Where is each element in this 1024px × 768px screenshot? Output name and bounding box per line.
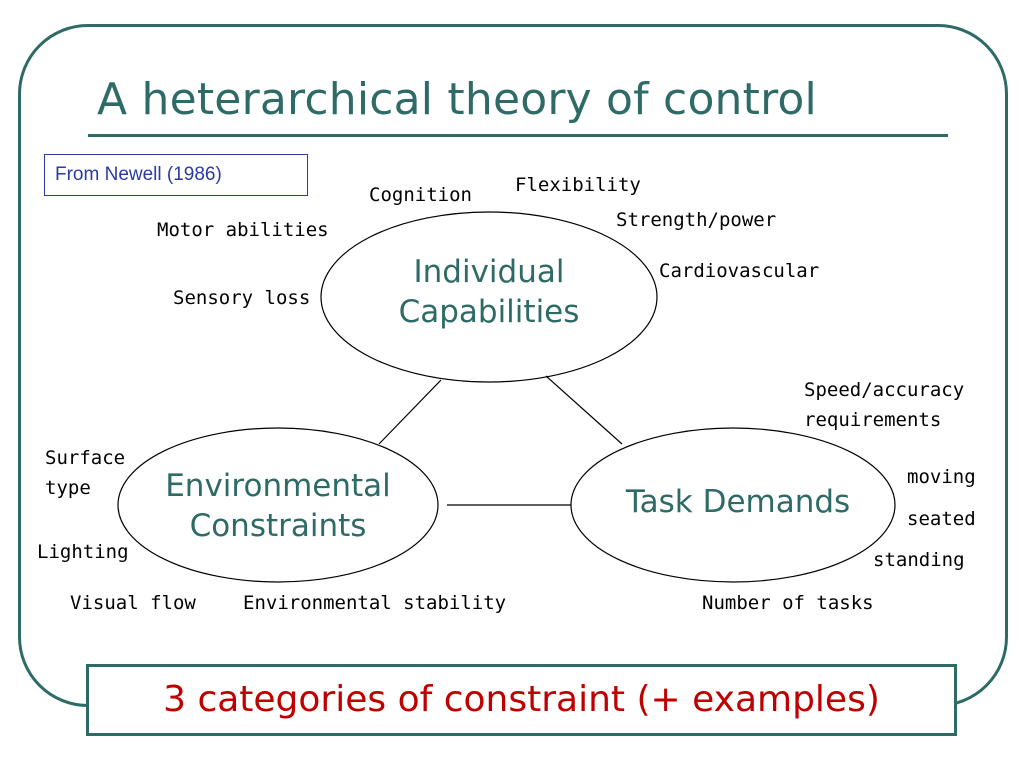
summary-box: 3 categories of constraint (+ examples) — [86, 664, 957, 736]
environmental-label-line2: Constraints — [189, 508, 367, 544]
surface-line1: Surface — [45, 447, 126, 469]
example-speed-accuracy: Speed/accuracy requirements — [804, 375, 964, 435]
summary-text: 3 categories of constraint (+ examples) — [163, 679, 880, 720]
example-surface-type: Surface type — [45, 443, 125, 503]
task-label-line1: Task Demands — [625, 484, 851, 520]
source-box: From Newell (1986) — [44, 154, 308, 196]
environmental-label-line1: Environmental — [165, 468, 391, 504]
slide-title: A heterarchical theory of control — [97, 74, 817, 125]
environmental-constraints-label: Environmental Constraints — [138, 466, 418, 546]
surface-line2: type — [45, 477, 91, 499]
individual-label-line2: Capabilities — [398, 294, 580, 330]
example-strength: Strength/power — [616, 209, 777, 231]
environmental-constraints-oval — [117, 427, 439, 583]
example-seated: seated — [907, 508, 976, 530]
example-cardiovascular: Cardiovascular — [659, 260, 820, 282]
title-underline — [88, 134, 948, 137]
individual-capabilities-label: Individual Capabilities — [369, 252, 609, 332]
speed-line1: Speed/accuracy — [804, 379, 965, 401]
example-standing: standing — [873, 549, 965, 571]
example-cognition: Cognition — [369, 184, 472, 206]
task-demands-label: Task Demands — [603, 482, 873, 522]
link-individual-environmental — [378, 379, 442, 445]
example-number-of-tasks: Number of tasks — [702, 592, 874, 614]
link-individual-task — [545, 375, 623, 445]
example-moving: moving — [907, 466, 976, 488]
example-environmental-stability: Environmental stability — [243, 592, 507, 614]
example-visual-flow: Visual flow — [70, 592, 196, 614]
example-sensory-loss: Sensory loss — [173, 287, 311, 309]
speed-line2: requirements — [804, 409, 942, 431]
source-citation: From Newell (1986) — [55, 164, 222, 185]
individual-capabilities-oval — [320, 211, 658, 383]
example-flexibility: Flexibility — [515, 174, 641, 196]
example-lighting: Lighting — [37, 541, 129, 563]
individual-label-line1: Individual — [413, 254, 565, 290]
example-motor-abilities: Motor abilities — [157, 219, 329, 241]
